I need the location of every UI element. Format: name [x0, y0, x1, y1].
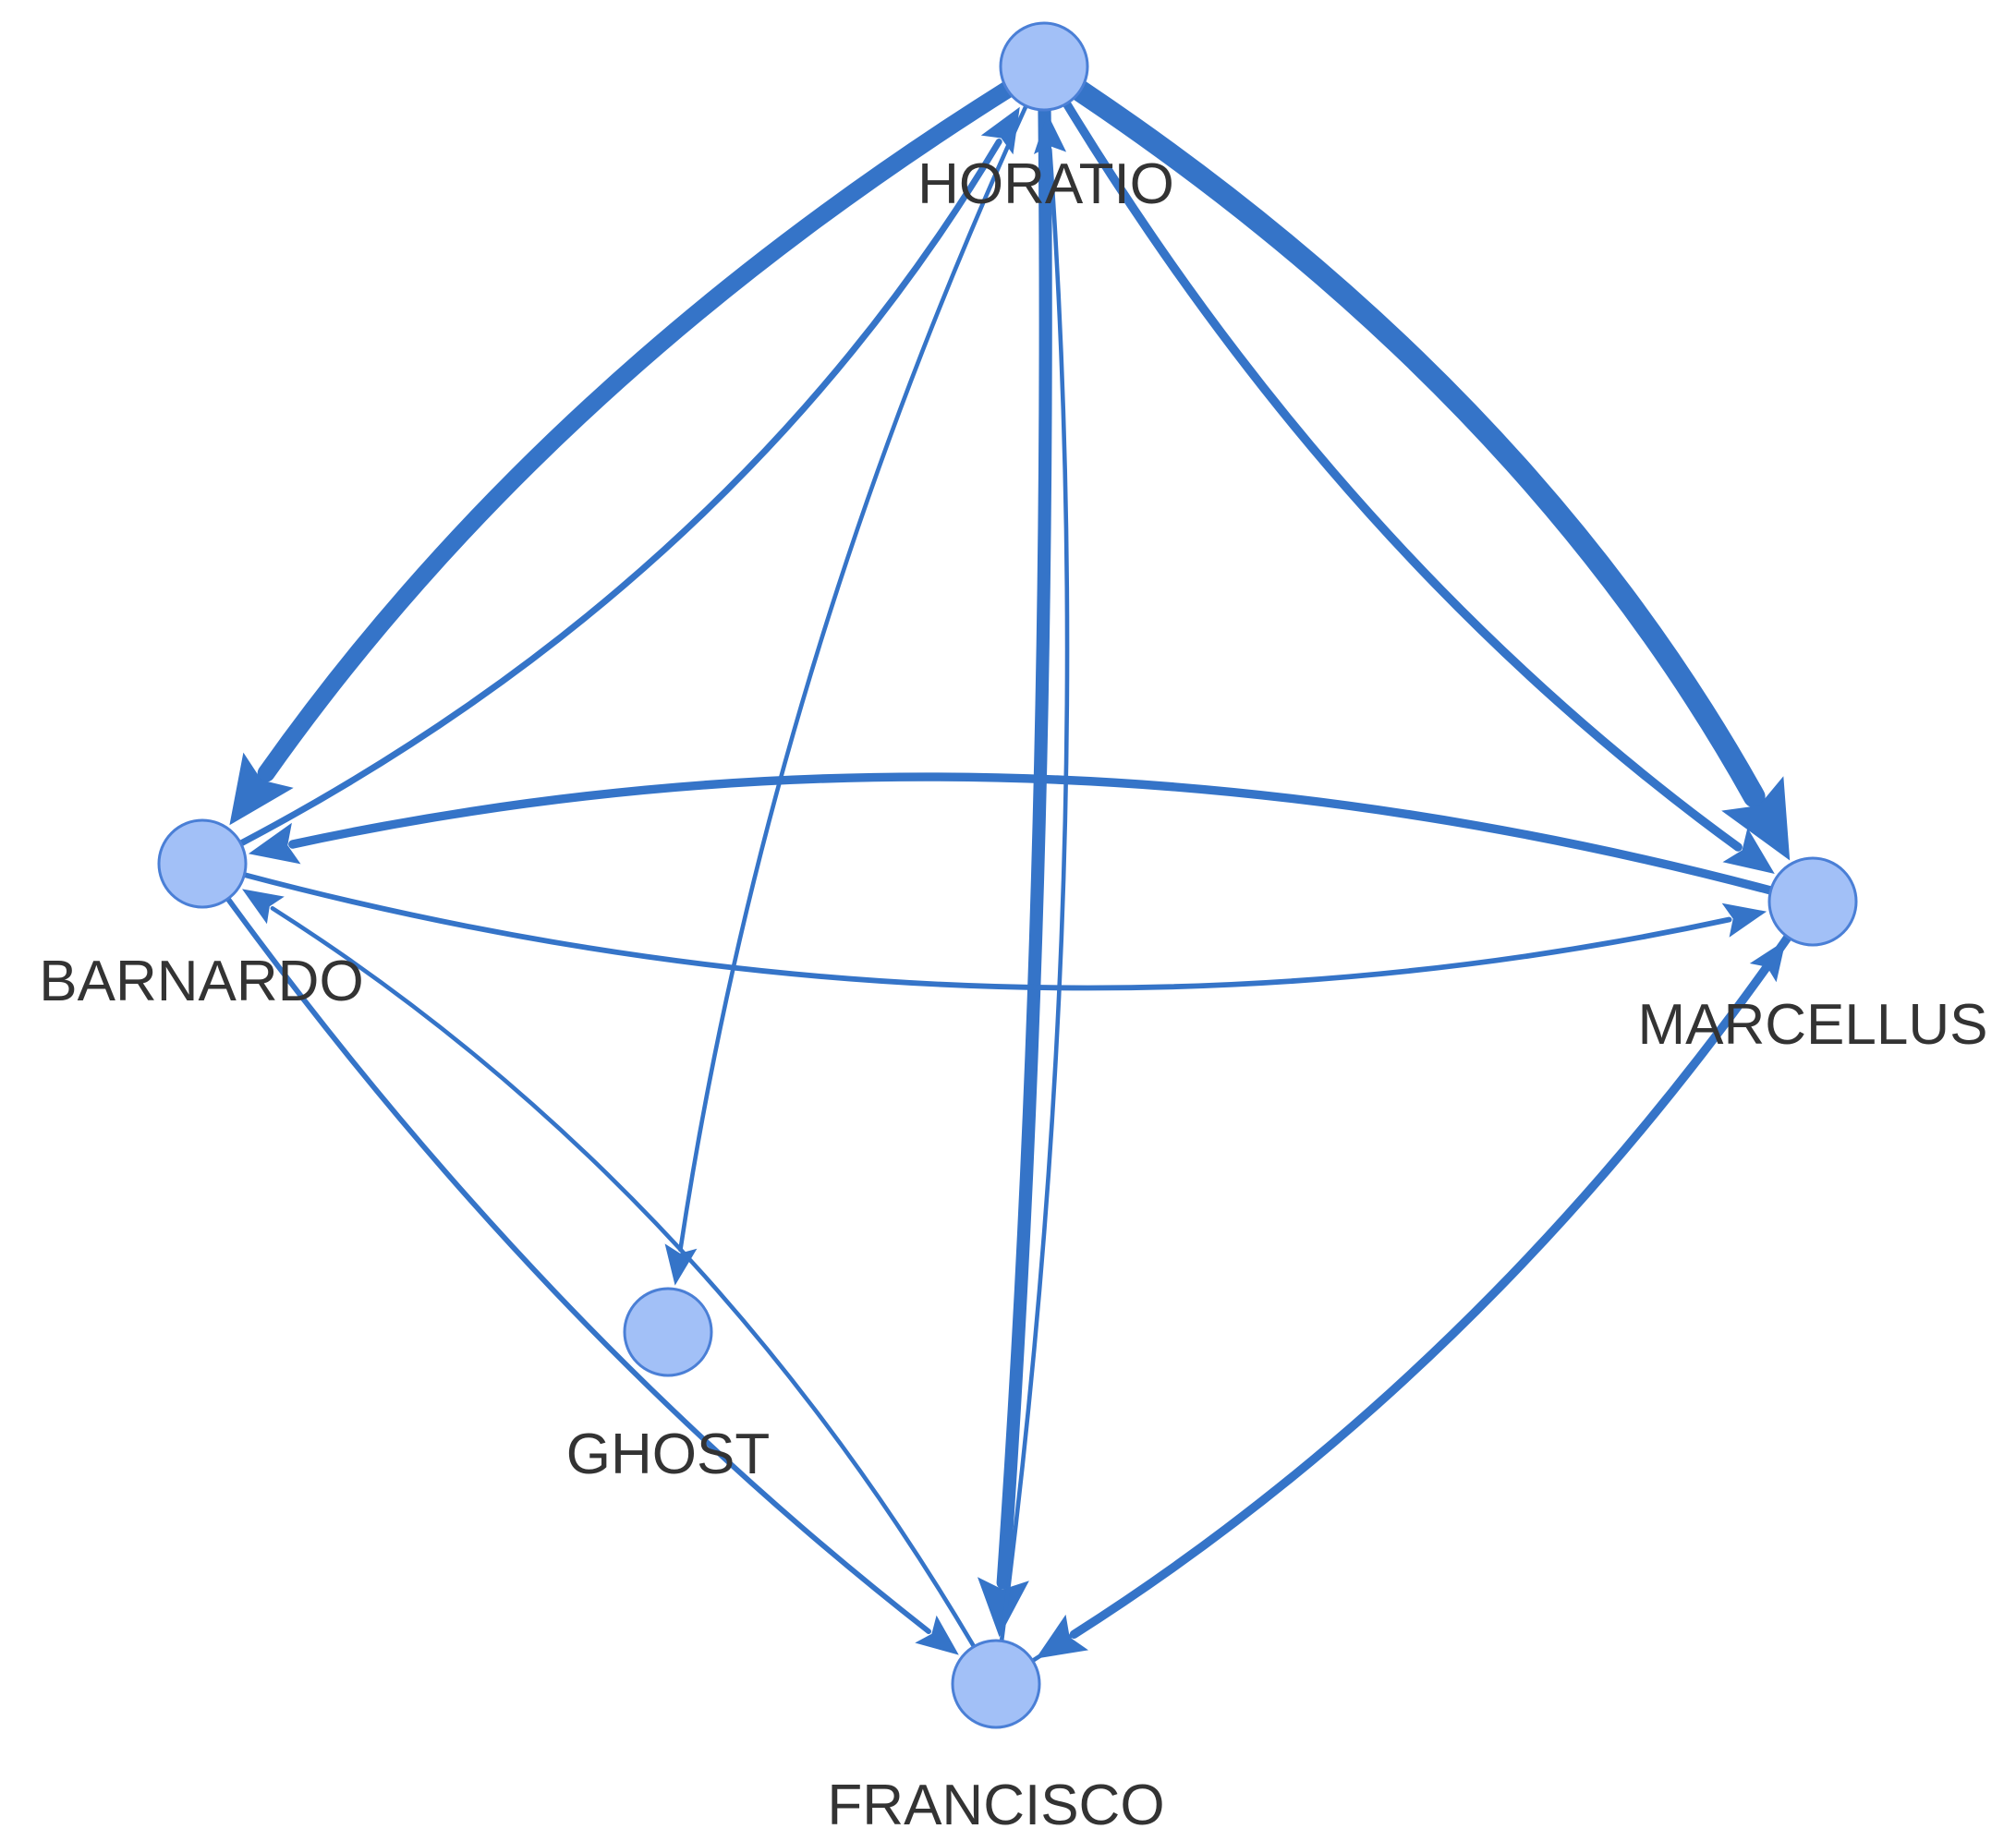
- node-marcellus[interactable]: MARCELLUS: [1638, 856, 1988, 1057]
- node-barnardo[interactable]: BARNARDO: [39, 818, 364, 1013]
- arrowhead-horatio-to-marcellus: [1721, 776, 1791, 861]
- node-francisco[interactable]: FRANCISCO: [827, 1639, 1165, 1837]
- arrowhead-barnardo-to-horatio: [980, 106, 1020, 155]
- node-label: BARNARDO: [39, 950, 363, 1013]
- node-label: HORATIO: [917, 152, 1174, 216]
- arrowhead-francisco-to-barnardo: [242, 889, 285, 925]
- edge-barnardo-to-francisco: [225, 896, 931, 1634]
- node-circle[interactable]: [157, 818, 248, 909]
- arrowhead-barnardo-to-marcellus: [1721, 902, 1767, 938]
- arrowhead-marcellus-to-francisco: [1036, 1614, 1088, 1659]
- arrowhead-horatio-to-barnardo: [229, 752, 294, 826]
- edge-francisco-to-barnardo: [270, 906, 977, 1649]
- node-label: GHOST: [566, 1423, 770, 1486]
- edge-francisco-to-marcellus: [1030, 967, 1767, 1664]
- edge-barnardo-to-marcellus: [241, 872, 1732, 991]
- edge-horatio-to-marcellus: [1069, 79, 1766, 808]
- node-label: FRANCISCO: [827, 1774, 1164, 1837]
- arrowhead-horatio-to-marcellus: [1722, 828, 1775, 874]
- node-circle[interactable]: [623, 1287, 713, 1377]
- arrowhead-marcellus-to-barnardo: [248, 822, 301, 865]
- nodes-layer: HORATIO BARNARDO MARCELLUS GHOST FRANCIS…: [39, 21, 1988, 1837]
- edge-marcellus-to-barnardo: [288, 772, 1776, 895]
- edge-horatio-to-marcellus: [1062, 99, 1743, 852]
- edge-barnardo-to-horatio: [237, 139, 1002, 847]
- node-circle[interactable]: [1767, 856, 1858, 947]
- arrowhead-francisco-to-horatio: [1034, 113, 1067, 154]
- arrowhead-horatio-to-ghost: [664, 1243, 698, 1286]
- arrowhead-horatio-to-francisco: [978, 1577, 1029, 1638]
- edge-francisco-to-horatio: [999, 147, 1070, 1643]
- edge-horatio-to-barnardo: [257, 80, 1016, 782]
- node-label: MARCELLUS: [1638, 993, 1988, 1057]
- node-ghost[interactable]: GHOST: [566, 1287, 770, 1486]
- edges-layer: [225, 79, 1792, 1664]
- edge-horatio-to-francisco: [996, 103, 1052, 1590]
- node-circle[interactable]: [999, 21, 1089, 112]
- arrowhead-barnardo-to-francisco: [915, 1615, 959, 1655]
- edge-marcellus-to-francisco: [1069, 932, 1792, 1639]
- node-horatio[interactable]: HORATIO: [917, 21, 1174, 216]
- edge-horatio-to-ghost: [678, 103, 1028, 1253]
- node-circle[interactable]: [951, 1639, 1041, 1729]
